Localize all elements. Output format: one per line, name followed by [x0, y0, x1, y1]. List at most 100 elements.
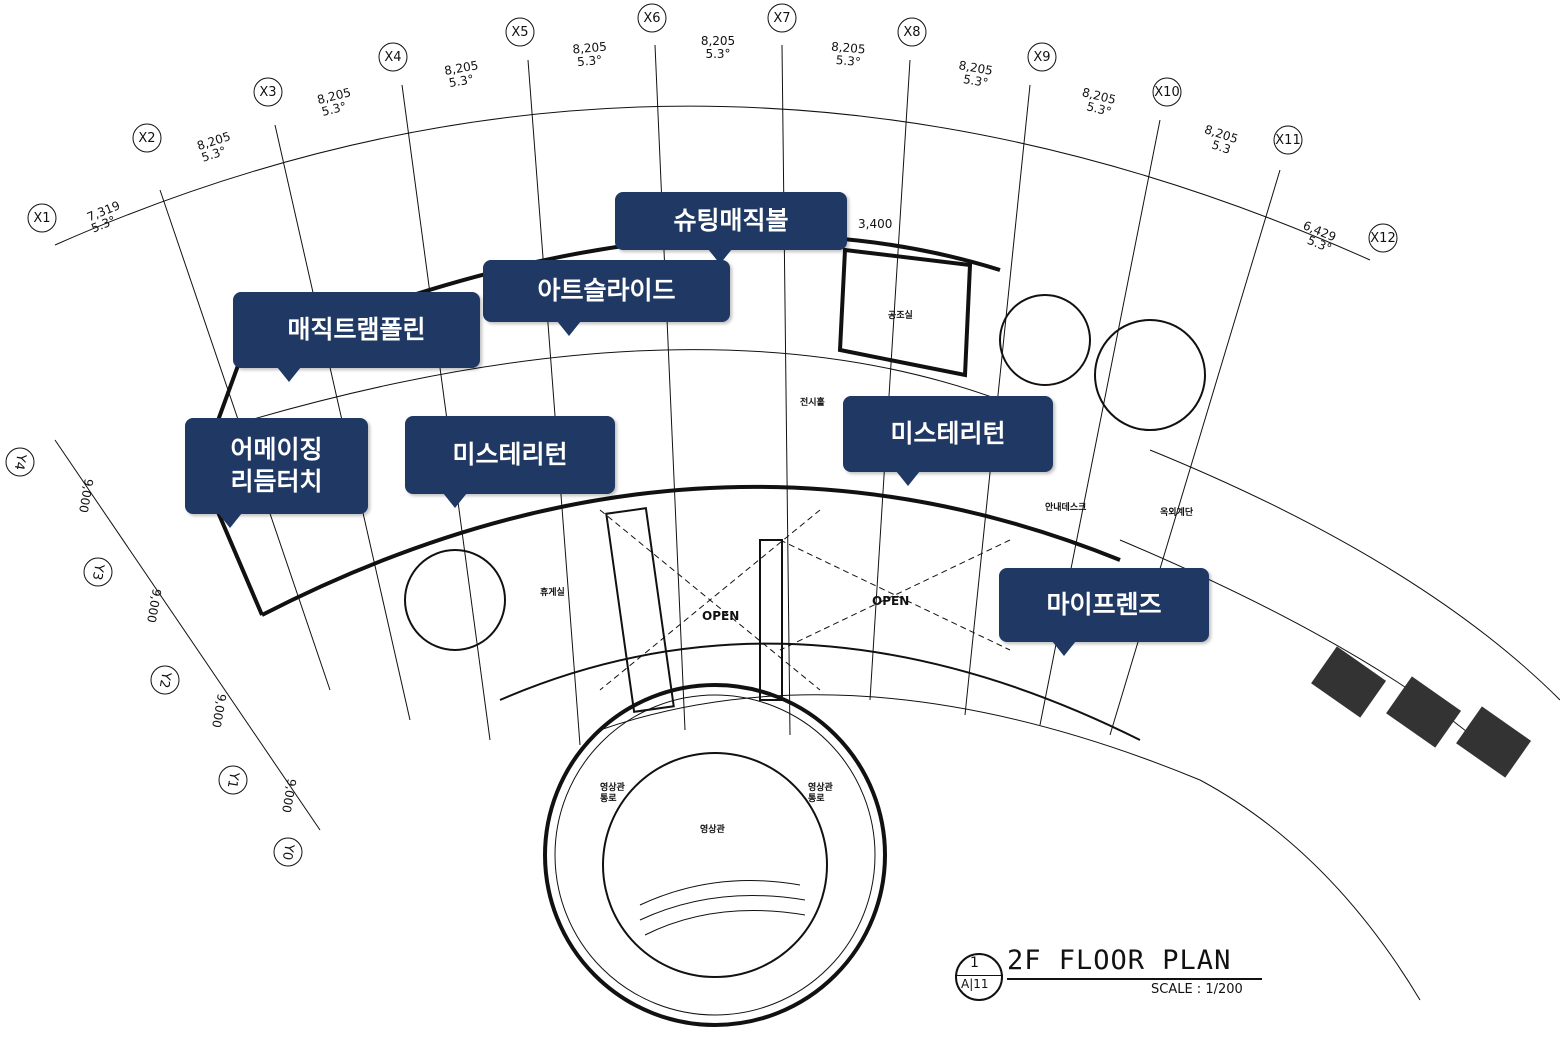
stair-tower-2 [1094, 319, 1206, 431]
grid-bubble-y1 [218, 765, 248, 795]
grid-label-y4: Y4 [11, 452, 29, 472]
span-dimension: 8,205 [958, 58, 994, 78]
inner-arc-1 [249, 349, 1001, 421]
grid-label-y1: Y1 [224, 770, 242, 790]
room-machine: 공조실 [888, 309, 913, 321]
span-dimensions: 7,3195.3°8,2055.3°8,2055.3°8,2055.3°8,20… [76, 34, 1338, 814]
inner-wall [261, 484, 1121, 617]
detail-ref-number: 1 [970, 955, 979, 971]
label-mystery-turn-1: 미스테리턴 [405, 416, 615, 508]
dimension-arc [54, 105, 1371, 261]
machine-room [837, 247, 973, 378]
grid-label-x11: X11 [1275, 133, 1300, 148]
small-dimension: 3,400 [858, 217, 892, 231]
grid-label-x6: X6 [643, 11, 660, 26]
detail-ref-sheet: A|11 [961, 977, 989, 991]
y-span-dimension: 9,000 [144, 588, 164, 624]
room-theater-passage: 통로 [600, 793, 617, 804]
label-mystery-turn-2: 미스테리턴 [843, 396, 1053, 486]
stair-tower-left [404, 549, 506, 651]
grid-label-x9: X9 [1033, 50, 1050, 65]
grid-bubble-x8 [897, 17, 927, 47]
plan-title: 2F FLOOR PLAN [1007, 945, 1232, 976]
y-dim-line [54, 439, 321, 831]
grid-label-x5: X5 [511, 25, 528, 40]
inner-arc-3 [599, 694, 1201, 781]
plan-scale: SCALE : 1/200 [1151, 982, 1243, 997]
grid-bubble-x6 [637, 3, 667, 33]
grid-label-y0: Y0 [279, 842, 297, 862]
room-lounge: 휴게실 [540, 586, 565, 598]
span-angle: 5.3 [1210, 138, 1232, 157]
label-magic-trampoline: 매직트램폴린 [233, 292, 480, 382]
open-label-2: OPEN [872, 594, 909, 608]
theater-outer-2 [554, 694, 876, 1016]
grid-label-x8: X8 [903, 25, 920, 40]
room-exhibit: 전시홀 [800, 396, 825, 408]
span-dimension: 8,205 [701, 34, 735, 48]
y-span-dimension: 9,000 [76, 478, 96, 514]
grid-bubble-x5 [505, 17, 535, 47]
room-theater-passage: 통로 [808, 793, 825, 804]
grid-bubble-x10 [1152, 77, 1182, 107]
grid-bubble-x7 [767, 3, 797, 33]
span-dimension: 8,205 [831, 40, 866, 57]
inner-arc-2 [499, 642, 1141, 741]
grid-bubble-x3 [253, 77, 283, 107]
y-span-dimension: 9,000 [209, 693, 229, 729]
grid-bubble-y2 [150, 665, 180, 695]
grid-label-x2: X2 [138, 131, 155, 146]
grid-bubble-y0 [273, 837, 303, 867]
terrace-arc-3 [1199, 779, 1421, 1001]
theater-outer [543, 683, 887, 1027]
span-angle: 5.3° [1085, 99, 1113, 119]
terrace-arc-1 [1149, 449, 1560, 701]
grid-label-x12: X12 [1370, 231, 1395, 246]
grid-bubble-x12 [1368, 223, 1398, 253]
grid-bubble-y4 [5, 447, 35, 477]
grid-bubble-x2 [132, 123, 162, 153]
room-info: 안내데스크 [1045, 501, 1086, 513]
escalator-2 [759, 539, 783, 701]
grid-label-x4: X4 [384, 50, 401, 65]
terrace-stairs [1311, 646, 1532, 778]
grid-bubble-x1 [27, 203, 57, 233]
grid-label-y2: Y2 [156, 670, 174, 690]
label-art-slide: 아트슬라이드 [483, 260, 730, 336]
escalator-1 [605, 507, 675, 713]
grid-label-x3: X3 [259, 85, 276, 100]
open-label-1: OPEN [702, 609, 739, 623]
y-span-dimension: 9,000 [279, 778, 299, 814]
label-shooting-magic-ball: 슈팅매직볼 [615, 192, 847, 264]
grid-bubble-x4 [378, 42, 408, 72]
detail-ref-circle [955, 953, 1003, 1001]
label-amazing-rhythm-touch: 어메이징 리듬터치 [185, 418, 368, 528]
grid-label-x7: X7 [773, 11, 790, 26]
grid-label-x10: X10 [1154, 85, 1179, 100]
span-dimension: 8,205 [572, 40, 607, 57]
span-angle: 5.3° [448, 72, 475, 90]
title-block: 1 A|11 2F FLOOR PLAN SCALE : 1/200 [955, 945, 1265, 1005]
grid-bubble-x11 [1273, 125, 1303, 155]
theater-inner [602, 752, 828, 978]
room-theater-passage: 영상관 [808, 781, 834, 793]
grid-bubble-x9 [1027, 42, 1057, 72]
span-angle: 5.3° [835, 53, 861, 69]
stair-tower-1 [999, 294, 1091, 386]
span-angle: 5.3° [962, 72, 989, 90]
room-exit: 옥외계단 [1160, 506, 1194, 518]
grid-bubble-y3 [83, 557, 113, 587]
span-angle: 5.3° [320, 99, 348, 119]
grid-label-y3: Y3 [89, 562, 107, 582]
room-theater-passage: 영상관 [600, 781, 626, 793]
room-theater: 영상관 [700, 823, 726, 835]
open-void-lines [599, 509, 1011, 691]
span-dimension: 8,205 [443, 58, 479, 78]
span-angle: 5.3° [577, 53, 603, 69]
grid-label-x1: X1 [33, 211, 50, 226]
label-my-friends: 마이프렌즈 [999, 568, 1209, 656]
span-angle: 5.3° [705, 47, 730, 61]
